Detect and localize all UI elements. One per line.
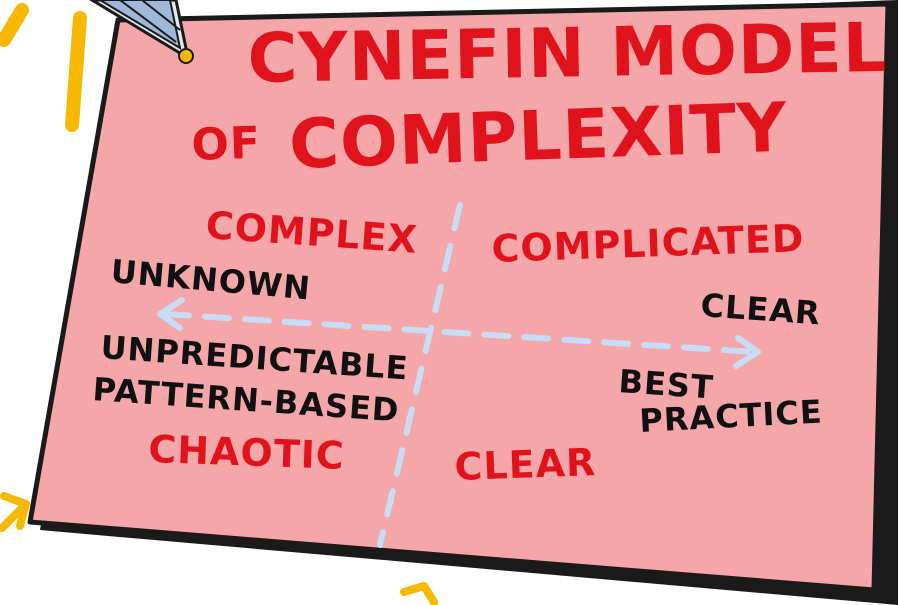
burst-line bbox=[0, 3, 29, 47]
vertical-axis bbox=[377, 202, 463, 548]
quadrant-clear: CLEAR bbox=[454, 440, 597, 489]
annotation-clear: CLEAR bbox=[699, 286, 821, 332]
arrow-shaft bbox=[0, 502, 28, 532]
yellow-arrow-left bbox=[0, 492, 30, 532]
pencil-icon bbox=[89, 0, 194, 64]
axes bbox=[162, 202, 758, 548]
annotation-best: BEST bbox=[617, 362, 715, 407]
axis-arrowheads bbox=[157, 297, 761, 369]
right-arrow-icon bbox=[733, 335, 761, 369]
yellow-arrow-bottom bbox=[400, 582, 438, 605]
yellow-burst-lines bbox=[0, 3, 87, 132]
left-arrow-icon bbox=[157, 297, 185, 331]
burst-line bbox=[65, 11, 87, 132]
title-group: CYNEFIN MODEL OF COMPLEXITY bbox=[191, 9, 888, 185]
title-line1: CYNEFIN MODEL bbox=[247, 9, 888, 99]
title-line2: COMPLEXITY bbox=[288, 89, 789, 185]
quadrant-chaotic: CHAOTIC bbox=[148, 427, 346, 478]
cynefin-card bbox=[27, 1, 891, 593]
title-prefix: OF bbox=[191, 118, 262, 171]
arrow-head bbox=[400, 582, 438, 605]
quadrant-complicated: COMPLICATED bbox=[491, 216, 805, 271]
horizontal-axis bbox=[162, 311, 758, 355]
